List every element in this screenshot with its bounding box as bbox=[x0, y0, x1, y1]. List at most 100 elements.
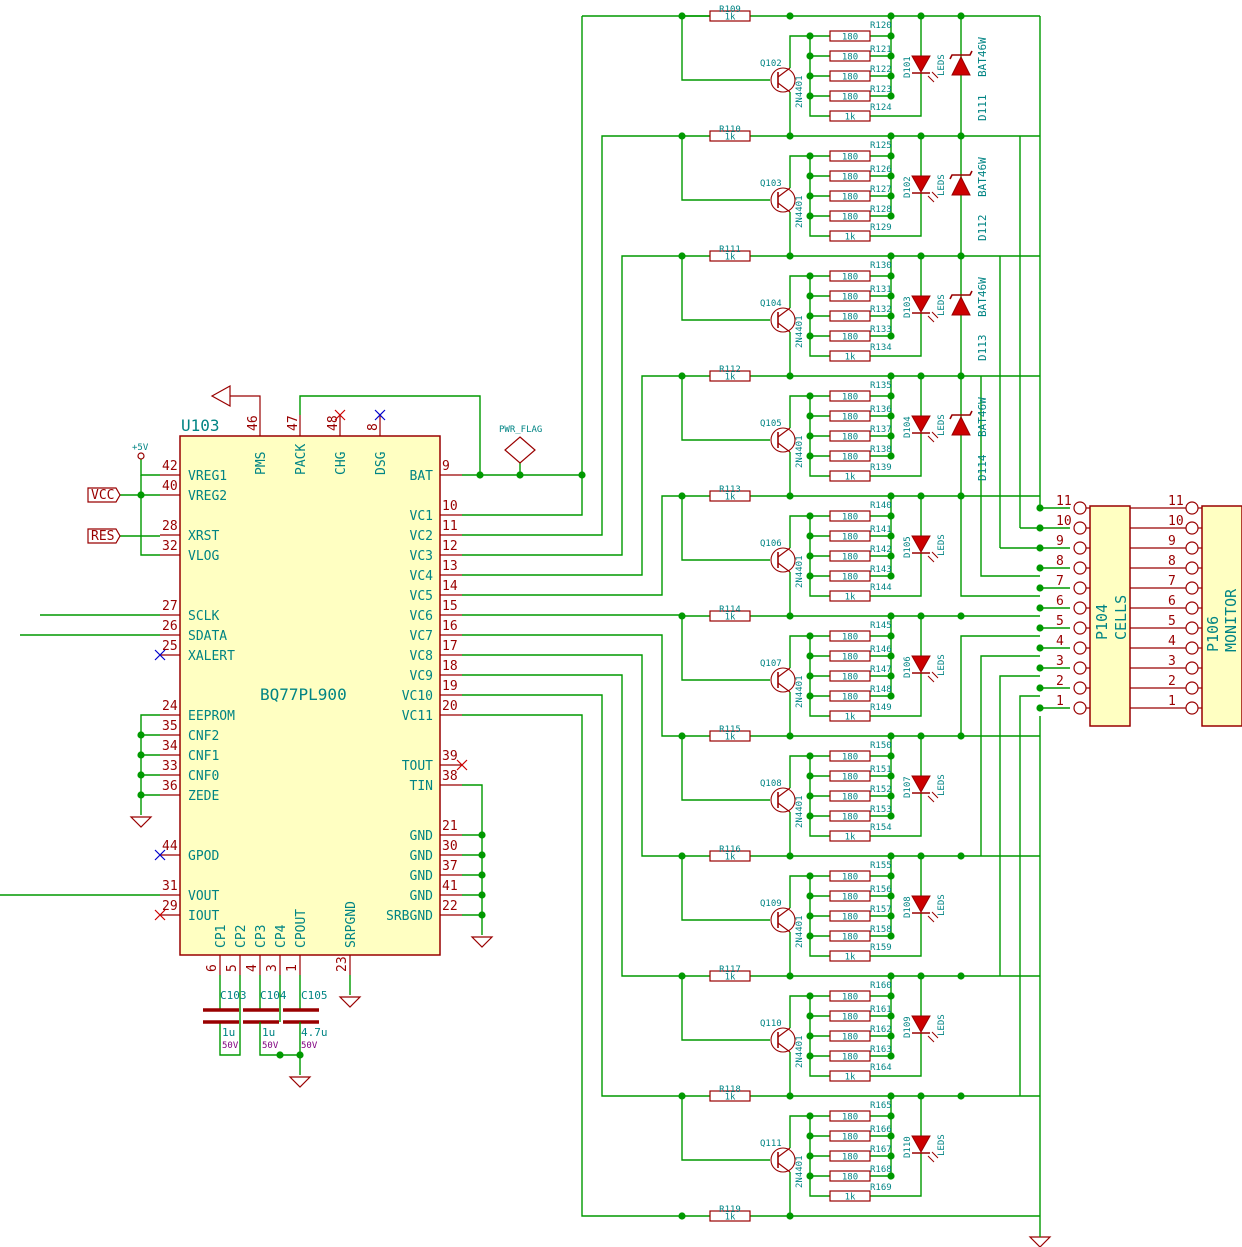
last-resistor-ref: R164 bbox=[870, 1063, 892, 1073]
cap-wire bbox=[219, 975, 241, 1056]
connector-pin-number: 6 bbox=[1056, 594, 1064, 609]
ic-pin-number: 13 bbox=[442, 559, 458, 574]
ic-value: BQ77PL900 bbox=[260, 685, 347, 704]
ic-pin-number: 21 bbox=[442, 819, 458, 834]
resistor-value: 1k bbox=[725, 1213, 736, 1223]
connector-pin-circle bbox=[1073, 501, 1087, 515]
resistor-value: 1k bbox=[845, 113, 856, 123]
transistor-ref: Q107 bbox=[760, 659, 782, 669]
base-resistor-ref: R116 bbox=[719, 845, 741, 855]
ic-pin-number: 46 bbox=[246, 415, 261, 431]
wire-layer bbox=[0, 12, 1070, 1247]
last-resistor-body bbox=[829, 1070, 871, 1082]
connector-p104-body bbox=[1089, 505, 1131, 727]
resistor-value: 1k bbox=[725, 853, 736, 863]
transistor-collector bbox=[777, 307, 791, 318]
ic-pin-name: XRST bbox=[188, 529, 219, 544]
ladder-wire bbox=[870, 1168, 922, 1197]
led-resistor-ref: R161 bbox=[870, 1005, 892, 1015]
led-rays bbox=[927, 431, 939, 443]
ic-pin-number: 24 bbox=[162, 699, 178, 714]
ladder-wire bbox=[809, 516, 830, 597]
schottky-bar bbox=[949, 410, 973, 420]
junction-dot bbox=[1036, 544, 1044, 552]
junction-dot bbox=[786, 252, 794, 260]
junction-dot bbox=[786, 732, 794, 740]
connector-pin-circle bbox=[1073, 561, 1087, 575]
ic-pin-name: TOUT bbox=[402, 759, 433, 774]
ic-pin-number: 48 bbox=[326, 415, 341, 431]
junction-dot bbox=[276, 1051, 284, 1059]
resistor-value: 180 bbox=[842, 933, 858, 943]
transistor-collector bbox=[777, 1147, 791, 1158]
resistor-value: 180 bbox=[842, 653, 858, 663]
rail-to-conn bbox=[1019, 695, 1040, 1096]
collector-wire bbox=[789, 155, 812, 188]
led-resistor-body bbox=[829, 990, 871, 1002]
led-resistor-body bbox=[829, 550, 871, 562]
schottky-value: BAT46W bbox=[976, 397, 989, 437]
ic-pin-name: PMS bbox=[254, 452, 269, 475]
last-resistor-ref: R149 bbox=[870, 703, 892, 713]
led-resistor-body bbox=[829, 1110, 871, 1122]
led-resistor-ref: R141 bbox=[870, 525, 892, 535]
transistor-value: 2N4401 bbox=[795, 675, 805, 708]
junction-dot bbox=[786, 1212, 794, 1220]
junction-dot bbox=[296, 1051, 304, 1059]
base-resistor-body bbox=[709, 1090, 751, 1102]
resistor-value: 180 bbox=[842, 1033, 858, 1043]
last-resistor-ref: R124 bbox=[870, 103, 892, 113]
cap-c104-ref: C104 bbox=[260, 989, 287, 1002]
connector-pin-number: 6 bbox=[1168, 594, 1176, 609]
led-resistor-body bbox=[829, 1050, 871, 1062]
base-resistor-ref: R118 bbox=[719, 1085, 741, 1095]
led-triangle bbox=[911, 535, 931, 554]
resistor-value: 180 bbox=[842, 873, 858, 883]
led-resistor-body bbox=[829, 1010, 871, 1022]
connector-pin-circle bbox=[1073, 701, 1087, 715]
junction-dot bbox=[786, 372, 794, 380]
connector-pin-circle bbox=[1185, 601, 1199, 615]
resistor-value: 180 bbox=[842, 693, 858, 703]
ic-u103: U103 BQ77PL900 9BAT10VC111VC212VC313VC41… bbox=[154, 409, 468, 975]
transistor-body bbox=[770, 667, 796, 693]
resistor-value: 1k bbox=[845, 1193, 856, 1203]
ic-pin-name: CP4 bbox=[274, 924, 289, 948]
ground-symbol bbox=[129, 816, 153, 828]
ic-pin-name: CNF0 bbox=[188, 769, 219, 784]
resistor-value: 180 bbox=[842, 793, 858, 803]
base-wire bbox=[681, 16, 770, 81]
transistor-body bbox=[770, 307, 796, 333]
led-resistor-ref: R163 bbox=[870, 1045, 892, 1055]
vc8-feed bbox=[462, 654, 682, 857]
led-resistor-ref: R136 bbox=[870, 405, 892, 415]
transistor-ref: Q109 bbox=[760, 899, 782, 909]
led-resistor-ref: R152 bbox=[870, 785, 892, 795]
resistor-value: 180 bbox=[842, 513, 858, 523]
resistor-value: 180 bbox=[842, 33, 858, 43]
vc11-feed bbox=[462, 714, 682, 1217]
ic-pin-number: 8 bbox=[366, 423, 381, 431]
junction-dot bbox=[957, 12, 965, 20]
ic-pin-number: 6 bbox=[205, 964, 220, 972]
ic-pin-name: VREG1 bbox=[188, 469, 227, 484]
resistor-value: 180 bbox=[842, 753, 858, 763]
ic-pin-name: CNF2 bbox=[188, 729, 219, 744]
connector-p106-ref: P106 bbox=[1204, 616, 1222, 652]
last-resistor-ref: R129 bbox=[870, 223, 892, 233]
ic-pin-number: 20 bbox=[442, 699, 458, 714]
ic-pin-name: VOUT bbox=[188, 889, 219, 904]
led-resistor-body bbox=[829, 890, 871, 902]
transistor-ref: Q108 bbox=[760, 779, 782, 789]
ground-symbol bbox=[288, 1076, 312, 1088]
ic-pin-number: 28 bbox=[162, 519, 178, 534]
junction-dot bbox=[137, 791, 145, 799]
led-ref: D103 bbox=[903, 296, 913, 318]
ic-pin-name: TIN bbox=[410, 779, 433, 794]
pack-wire bbox=[299, 395, 481, 475]
led-resistor-body bbox=[829, 430, 871, 442]
ic-pin-number: 41 bbox=[442, 879, 458, 894]
led-resistor-ref: R157 bbox=[870, 905, 892, 915]
vc3-feed bbox=[462, 255, 682, 556]
